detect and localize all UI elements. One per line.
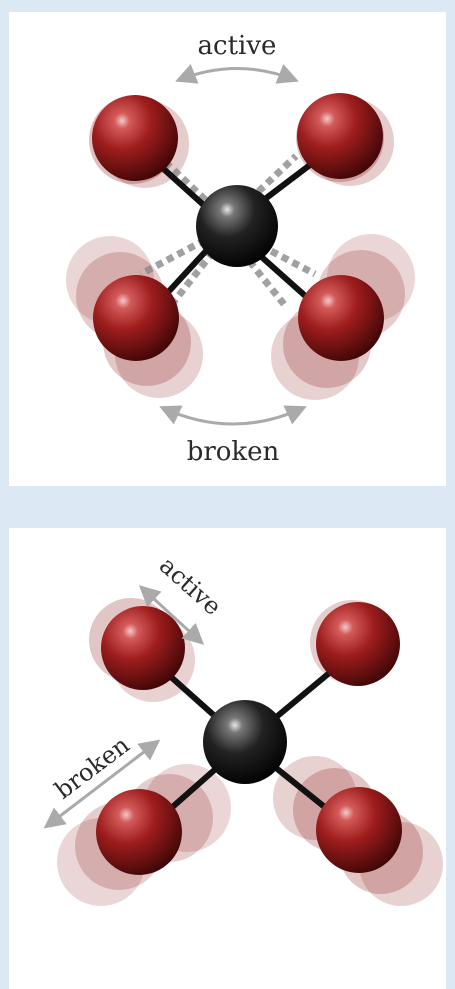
active-arrow (138, 585, 205, 645)
atom-upper-left (92, 95, 178, 181)
symmetric-mode-panel: active broken (9, 12, 446, 486)
broken-arrow (159, 405, 307, 426)
stretch-mode-panel: active broken (9, 528, 446, 989)
broken-label: broken (187, 437, 280, 467)
active-label: active (198, 31, 277, 61)
active-arrow (175, 64, 299, 84)
atom-lower-left (96, 789, 182, 875)
atom-lower-left (93, 275, 179, 361)
atom-upper-right (297, 93, 383, 179)
broken-arrow (43, 739, 161, 829)
atom-lower-right (316, 787, 402, 873)
symmetric-mode-diagram: active broken (66, 31, 415, 467)
center-atom (196, 185, 278, 267)
atom-lower-right (298, 275, 384, 361)
center-atom (203, 700, 287, 784)
atom-upper-right (316, 602, 400, 686)
stretch-mode-diagram: active broken (43, 551, 443, 906)
atom-upper-left (101, 606, 185, 690)
